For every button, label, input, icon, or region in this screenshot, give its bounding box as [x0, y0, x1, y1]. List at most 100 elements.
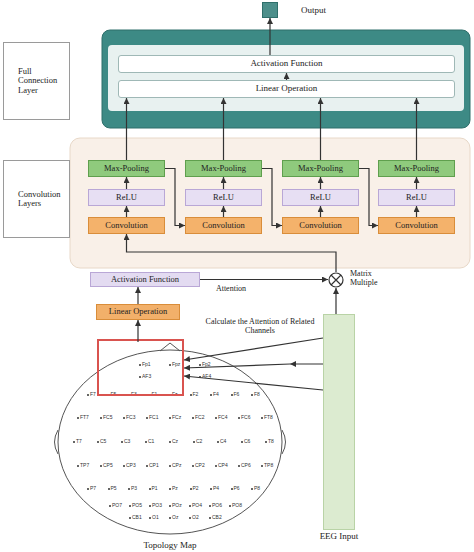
node-text: Output [301, 6, 326, 16]
electrode-label: PO4 [192, 503, 202, 508]
section-label-box: Convolution Layers [3, 160, 70, 238]
electrode-label: C2 [196, 439, 202, 444]
process-box: Linear Operation [96, 304, 180, 320]
electrode-dot [261, 417, 263, 419]
electrode-dot [229, 505, 231, 507]
electrode-label: PO5 [132, 503, 142, 508]
fc-inner-band [108, 45, 464, 111]
head-outline [58, 350, 282, 534]
electrode-dot [193, 441, 195, 443]
electrode-label: CB2 [212, 515, 222, 520]
node-text: Max-Pooling [394, 164, 439, 173]
electrode-label: O1 [152, 515, 159, 520]
topology-head: Topology MapFp1FpzFp2AF3AF4F7F5F3F1FzF2F… [50, 342, 290, 538]
electrode-label: PO8 [232, 503, 242, 508]
node-text: Max-Pooling [201, 164, 246, 173]
electrode-dot [251, 488, 253, 490]
connector-arrow [262, 169, 282, 226]
electrode-label: P1 [152, 486, 158, 491]
electrode-label: C1 [148, 439, 154, 444]
electrode-dot [109, 505, 111, 507]
electrode-dot [169, 517, 171, 519]
electrode-dot [169, 394, 171, 396]
convolution-box: Convolution [185, 217, 262, 234]
electrode-dot [145, 441, 147, 443]
connector-arrow [359, 169, 378, 226]
connector-arrow [335, 288, 336, 314]
electrode-label: FC3 [126, 415, 135, 420]
connector-arrow [137, 320, 138, 342]
electrode-label: CP2 [195, 463, 205, 468]
edge-label: Attention [206, 284, 256, 293]
node-text: Max-Pooling [298, 164, 343, 173]
electrode-label: P5 [111, 486, 117, 491]
electrode-dot [129, 517, 131, 519]
electrode-dot [169, 417, 171, 419]
circle-outline [329, 273, 343, 287]
electrode-label: PO7 [112, 503, 122, 508]
circle-outline [328, 272, 344, 288]
relu-box: ReLU [185, 189, 262, 206]
electrode-label: F3 [131, 392, 137, 397]
electrode-dot [123, 465, 125, 467]
relu-box: ReLU [378, 189, 455, 206]
electrode-dot [190, 394, 192, 396]
pooling-box: Max-Pooling [282, 160, 359, 177]
channel-region-box [98, 340, 183, 395]
convolution-box: Convolution [378, 217, 455, 234]
connector-arrow [165, 169, 185, 226]
electrode-dot [265, 441, 267, 443]
electrode-label: FC6 [241, 415, 250, 420]
electrode-dot [149, 488, 151, 490]
electrode-label: T8 [268, 439, 274, 444]
leader-arrow [184, 376, 323, 390]
connector-arrow [320, 98, 321, 160]
electrode-label: CP6 [241, 463, 251, 468]
electrode-label: Pz [172, 486, 178, 491]
electrode-dot [169, 465, 171, 467]
edge-label: Calculate the Attention of Related Chann… [200, 317, 320, 335]
node-text: ReLU [310, 193, 331, 202]
leader-arrow [184, 338, 323, 360]
electrode-dot [146, 465, 148, 467]
eeg-input-band: EEG Input [323, 314, 355, 530]
connector-arrow [320, 206, 321, 217]
node-text: Matrix Multiple [350, 270, 382, 288]
electrode-dot [238, 417, 240, 419]
electrode-dot [77, 465, 79, 467]
relu-box: ReLU [282, 189, 359, 206]
electrode-label: CP1 [149, 463, 159, 468]
electrode-dot [241, 441, 243, 443]
electrode-dot [169, 488, 171, 490]
electrode-dot [129, 505, 131, 507]
electrode-dot [128, 394, 130, 396]
electrode-dot [123, 417, 125, 419]
electrode-label: P6 [234, 486, 240, 491]
electrode-label: FT7 [80, 415, 89, 420]
electrode-dot [238, 465, 240, 467]
connector-arrow [126, 98, 127, 160]
electrode-label: CPz [172, 463, 181, 468]
connector-arrow [416, 177, 417, 189]
electrode-dot [217, 441, 219, 443]
electrode-label: P4 [213, 486, 219, 491]
convolution-box: Convolution [88, 217, 165, 234]
electrode-dot [77, 417, 79, 419]
electrode-label: P8 [254, 486, 260, 491]
connector-arrow [137, 287, 138, 304]
process-box: Activation Function [118, 55, 455, 73]
electrode-label: F8 [254, 392, 260, 397]
electrode-dot [108, 394, 110, 396]
convolution-box: Convolution [282, 217, 359, 234]
electrode-dot [210, 488, 212, 490]
electrode-dot [251, 394, 253, 396]
electrode-dot [189, 505, 191, 507]
fc-band [102, 30, 470, 128]
connector-arrow [286, 73, 287, 80]
leader-arrow [184, 364, 290, 368]
process-box: Linear Operation [118, 80, 455, 98]
electrode-dot [215, 465, 217, 467]
electrode-dot [73, 441, 75, 443]
electrode-label: FC2 [195, 415, 204, 420]
